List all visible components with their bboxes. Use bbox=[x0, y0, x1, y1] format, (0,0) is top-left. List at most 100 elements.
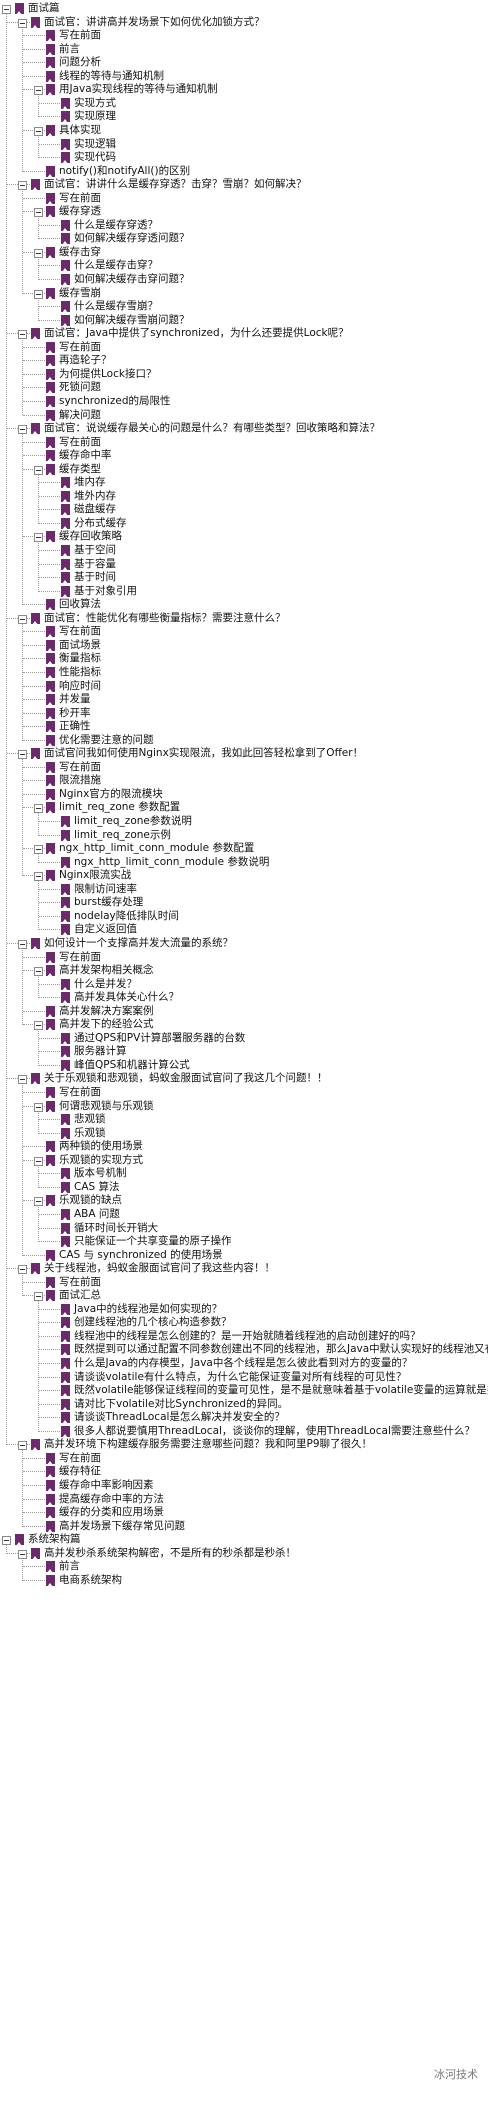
bookmark-item[interactable]: 什么是缓存击穿？ bbox=[0, 258, 488, 273]
bookmark-item[interactable]: 死锁问题 bbox=[0, 380, 488, 395]
bookmark-item[interactable]: 只能保证一个共享变量的原子操作 bbox=[0, 1234, 488, 1249]
bookmark-item[interactable]: 衡量指标 bbox=[0, 651, 488, 666]
collapse-toggle-icon[interactable] bbox=[34, 208, 43, 218]
bookmark-item[interactable]: 再造轮子？ bbox=[0, 353, 488, 368]
bookmark-item[interactable]: 缓存回收策略 bbox=[0, 529, 488, 544]
bookmark-item[interactable]: 问题分析 bbox=[0, 55, 488, 70]
bookmark-item[interactable]: 自定义返回值 bbox=[0, 922, 488, 937]
bookmark-item[interactable]: 什么是Java的内存模型，Java中各个线程是怎么彼此看到对方的变量的？ bbox=[0, 1356, 488, 1371]
bookmark-item[interactable]: ABA 问题 bbox=[0, 1207, 488, 1222]
bookmark-item[interactable]: 堆内存 bbox=[0, 475, 488, 490]
bookmark-item[interactable]: 写在前面 bbox=[0, 1085, 488, 1100]
bookmark-item[interactable]: 面试官：讲讲高并发场景下如何优化加锁方式？ bbox=[0, 15, 488, 30]
bookmark-item[interactable]: 既然提到可以通过配置不同参数创建出不同的线程池，那么Java中默认实现好的线程池… bbox=[0, 1342, 488, 1357]
collapse-toggle-icon[interactable] bbox=[34, 533, 43, 543]
bookmark-item[interactable]: 面试场景 bbox=[0, 638, 488, 653]
collapse-toggle-icon[interactable] bbox=[34, 126, 43, 136]
bookmark-item[interactable]: 缓存击穿 bbox=[0, 245, 488, 260]
bookmark-item[interactable]: 如何解决缓存击穿问题？ bbox=[0, 272, 488, 287]
bookmark-item[interactable]: 峰值QPS和机器计算公式 bbox=[0, 1058, 488, 1073]
bookmark-item[interactable]: 高并发架构相关概念 bbox=[0, 963, 488, 978]
bookmark-item[interactable]: 如何解决缓存穿透问题？ bbox=[0, 231, 488, 246]
bookmark-item[interactable]: 高并发解决方案案例 bbox=[0, 1004, 488, 1019]
bookmark-item[interactable]: 写在前面 bbox=[0, 340, 488, 355]
bookmark-item[interactable]: Java中的线程池是如何实现的？ bbox=[0, 1302, 488, 1317]
bookmark-item[interactable]: 请谈谈ThreadLocal是怎么解决并发安全的？ bbox=[0, 1410, 488, 1425]
bookmark-item[interactable]: 写在前面 bbox=[0, 1275, 488, 1290]
bookmark-item[interactable]: 秒开率 bbox=[0, 706, 488, 721]
bookmark-item[interactable]: 实现方式 bbox=[0, 96, 488, 111]
bookmark-item[interactable]: 写在前面 bbox=[0, 760, 488, 775]
bookmark-item[interactable]: 面试官问我如何使用Nginx实现限流，我如此回答轻松拿到了Offer！ bbox=[0, 746, 488, 761]
bookmark-item[interactable]: 线程池中的线程是怎么创建的？是一开始就随着线程池的启动创建好的吗？ bbox=[0, 1329, 488, 1344]
bookmark-item[interactable]: 电商系统架构 bbox=[0, 1573, 488, 1588]
collapse-toggle-icon[interactable] bbox=[18, 330, 27, 340]
collapse-toggle-icon[interactable] bbox=[18, 750, 27, 760]
bookmark-item[interactable]: 关于乐观锁和悲观锁，蚂蚁金服面试官问了我这几个问题！！ bbox=[0, 1071, 488, 1086]
bookmark-item[interactable]: 并发量 bbox=[0, 692, 488, 707]
bookmark-item[interactable]: 什么是并发？ bbox=[0, 977, 488, 992]
bookmark-item[interactable]: 缓存的分类和应用场景 bbox=[0, 1505, 488, 1520]
bookmark-item[interactable]: 什么是缓存雪崩？ bbox=[0, 299, 488, 314]
collapse-toggle-icon[interactable] bbox=[2, 1536, 11, 1546]
bookmark-item[interactable]: 优化需要注意的问题 bbox=[0, 733, 488, 748]
bookmark-item[interactable]: 实现原理 bbox=[0, 109, 488, 124]
bookmark-item[interactable]: 提高缓存命中率的方法 bbox=[0, 1492, 488, 1507]
bookmark-item[interactable]: 基于对象引用 bbox=[0, 584, 488, 599]
bookmark-item[interactable]: Nginx官方的限流模块 bbox=[0, 787, 488, 802]
bookmark-item[interactable]: 缓存命中率影响因素 bbox=[0, 1478, 488, 1493]
bookmark-item[interactable]: CAS 与 synchronized 的使用场景 bbox=[0, 1248, 488, 1263]
collapse-toggle-icon[interactable] bbox=[34, 1197, 43, 1207]
collapse-toggle-icon[interactable] bbox=[34, 1156, 43, 1166]
bookmark-item[interactable]: 回收算法 bbox=[0, 597, 488, 612]
bookmark-item[interactable]: 面试篇 bbox=[0, 1, 488, 16]
bookmark-item[interactable]: 缓存类型 bbox=[0, 462, 488, 477]
bookmark-item[interactable]: 实现逻辑 bbox=[0, 137, 488, 152]
bookmark-item[interactable]: ngx_http_limit_conn_module 参数配置 bbox=[0, 841, 488, 856]
bookmark-item[interactable]: 线程的等待与通知机制 bbox=[0, 69, 488, 84]
bookmark-item[interactable]: 面试官：讲讲什么是缓存穿透？击穿？雪崩？如何解决？ bbox=[0, 177, 488, 192]
bookmark-item[interactable]: 服务器计算 bbox=[0, 1044, 488, 1059]
collapse-toggle-icon[interactable] bbox=[18, 939, 27, 949]
collapse-toggle-icon[interactable] bbox=[34, 1102, 43, 1112]
bookmark-item[interactable]: ngx_http_limit_conn_module 参数说明 bbox=[0, 855, 488, 870]
bookmark-item[interactable]: burst缓存处理 bbox=[0, 895, 488, 910]
bookmark-item[interactable]: notify()和notifyAll()的区别 bbox=[0, 164, 488, 179]
bookmark-item[interactable]: 既然volatile能够保证线程间的变量可见性，是不是就意味着基于volatil… bbox=[0, 1383, 488, 1398]
bookmark-item[interactable]: limit_req_zone 参数配置 bbox=[0, 800, 488, 815]
bookmark-item[interactable]: 磁盘缓存 bbox=[0, 502, 488, 517]
bookmark-item[interactable]: 系统架构篇 bbox=[0, 1532, 488, 1547]
bookmark-item[interactable]: 写在前面 bbox=[0, 950, 488, 965]
bookmark-item[interactable]: 如何设计一个支撑高并发大流量的系统？ bbox=[0, 936, 488, 951]
bookmark-item[interactable]: 请谈谈volatile有什么特点，为什么它能保证变量对所有线程的可见性？ bbox=[0, 1370, 488, 1385]
collapse-toggle-icon[interactable] bbox=[34, 967, 43, 977]
bookmark-item[interactable]: 面试官：Java中提供了synchronized，为什么还要提供Lock呢？ bbox=[0, 326, 488, 341]
bookmark-item[interactable]: 高并发秒杀系统架构解密，不是所有的秒杀都是秒杀！ bbox=[0, 1546, 488, 1561]
bookmark-item[interactable]: 解决问题 bbox=[0, 408, 488, 423]
collapse-toggle-icon[interactable] bbox=[34, 1021, 43, 1031]
collapse-toggle-icon[interactable] bbox=[18, 18, 27, 28]
bookmark-item[interactable]: 面试官：性能优化有哪些衡量指标？需要注意什么？ bbox=[0, 611, 488, 626]
bookmark-item[interactable]: 高并发具体关心什么？ bbox=[0, 990, 488, 1005]
bookmark-item[interactable]: 高并发场景下缓存常见问题 bbox=[0, 1519, 488, 1534]
bookmark-item[interactable]: 前言 bbox=[0, 1559, 488, 1574]
bookmark-item[interactable]: 为何提供Lock接口？ bbox=[0, 367, 488, 382]
bookmark-item[interactable]: 高并发环境下构建缓存服务需要注意哪些问题？我和阿里P9聊了很久！ bbox=[0, 1437, 488, 1452]
collapse-toggle-icon[interactable] bbox=[34, 465, 43, 475]
collapse-toggle-icon[interactable] bbox=[34, 248, 43, 258]
bookmark-item[interactable]: 高并发下的经验公式 bbox=[0, 1017, 488, 1032]
collapse-toggle-icon[interactable] bbox=[18, 1549, 27, 1559]
collapse-toggle-icon[interactable] bbox=[18, 1441, 27, 1451]
bookmark-item[interactable]: 基于空间 bbox=[0, 543, 488, 558]
bookmark-item[interactable]: 具体实现 bbox=[0, 123, 488, 138]
bookmark-item[interactable]: 乐观锁的实现方式 bbox=[0, 1153, 488, 1168]
bookmark-item[interactable]: 响应时间 bbox=[0, 679, 488, 694]
bookmark-item[interactable]: 写在前面 bbox=[0, 1451, 488, 1466]
bookmark-item[interactable]: 写在前面 bbox=[0, 28, 488, 43]
bookmark-item[interactable]: 写在前面 bbox=[0, 624, 488, 639]
bookmark-item[interactable]: 缓存命中率 bbox=[0, 448, 488, 463]
bookmark-item[interactable]: 性能指标 bbox=[0, 665, 488, 680]
bookmark-item[interactable]: 缓存雪崩 bbox=[0, 286, 488, 301]
collapse-toggle-icon[interactable] bbox=[18, 614, 27, 624]
collapse-toggle-icon[interactable] bbox=[34, 1292, 43, 1302]
